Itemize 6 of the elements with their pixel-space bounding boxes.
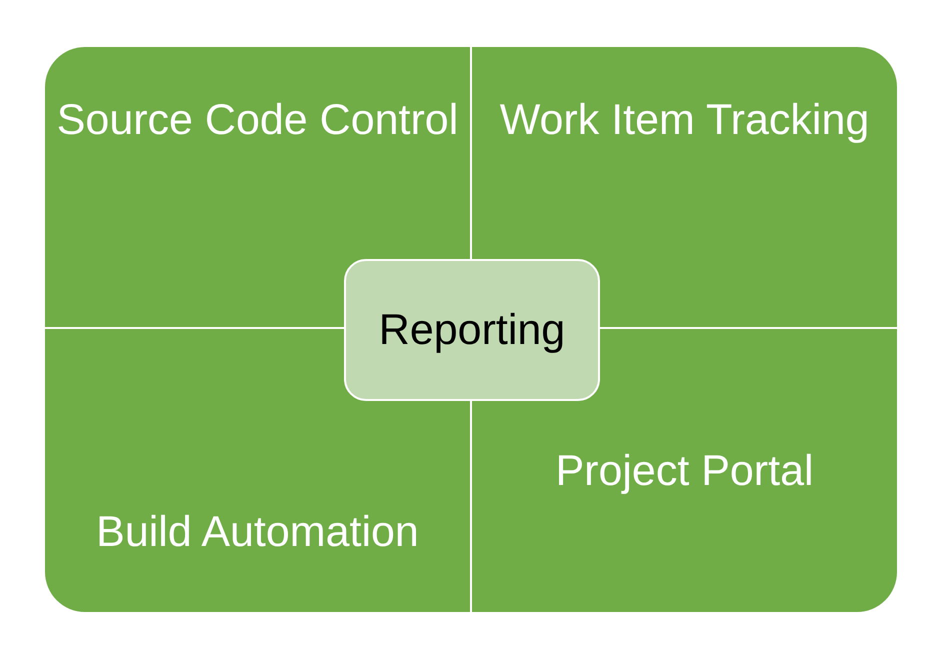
quadrant-label: Project Portal — [555, 446, 814, 496]
quadrant-label: Build Automation — [96, 507, 419, 557]
center-label: Reporting — [378, 306, 566, 354]
quadrant-label: Source Code Control — [56, 95, 458, 145]
quadrant-label: Work Item Tracking — [500, 95, 870, 145]
center-box — [344, 259, 600, 401]
